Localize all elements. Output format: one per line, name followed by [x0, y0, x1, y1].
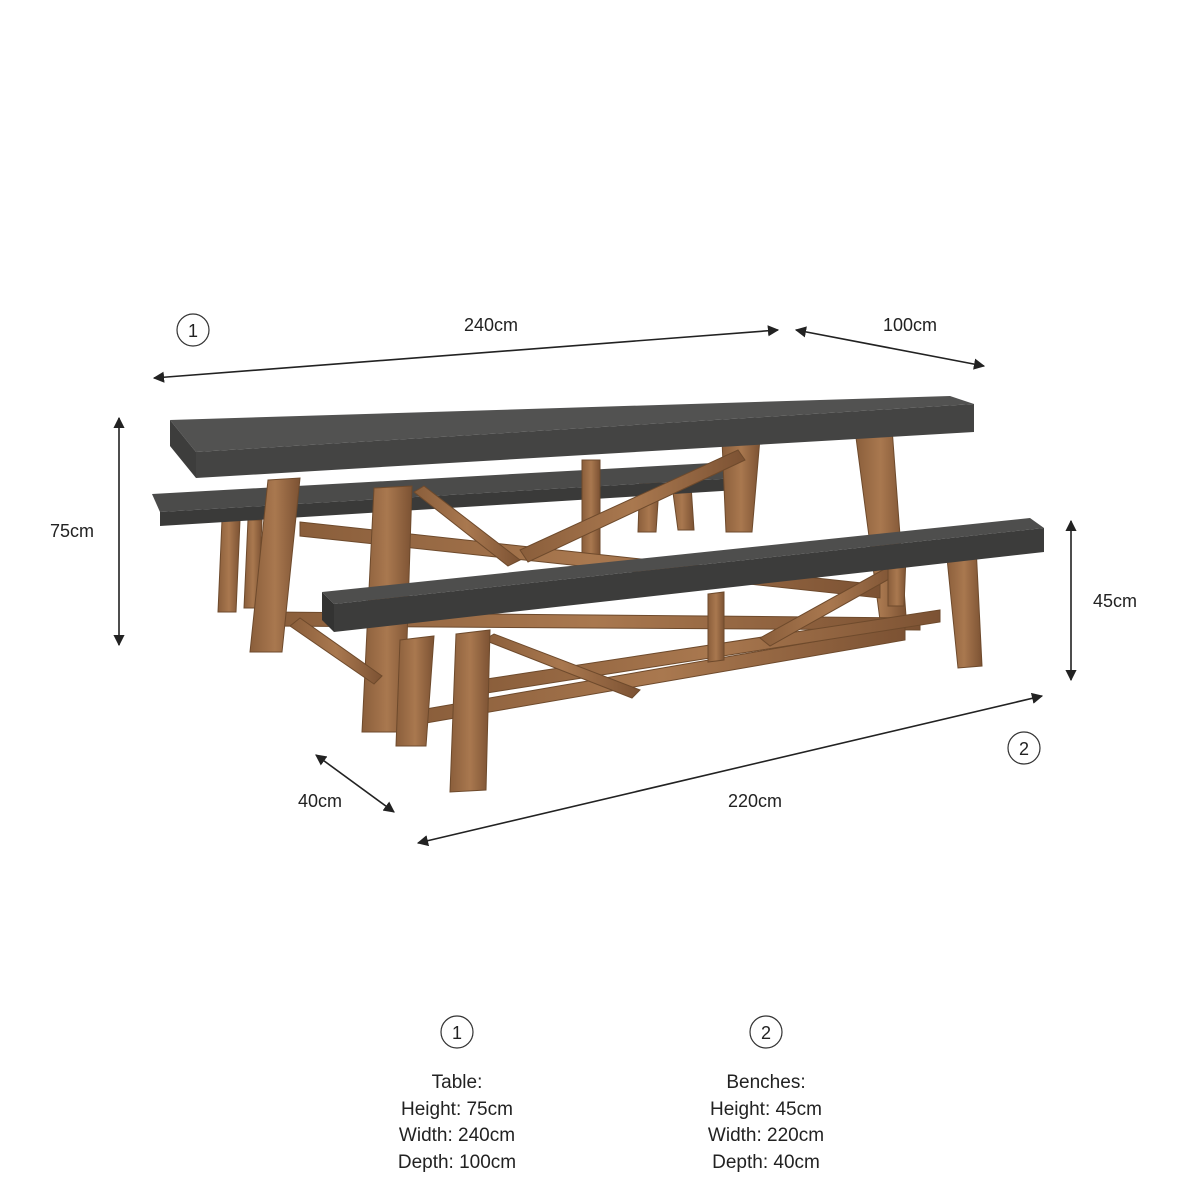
furniture-illustration [152, 396, 1044, 793]
bench-length-label: 220cm [728, 791, 782, 811]
table-badge: 1 [176, 313, 210, 347]
table-specs: Table: Height: 75cm Width: 240cm Depth: … [337, 1070, 577, 1176]
dimension-lines [113, 325, 1077, 847]
bench-length-line [416, 692, 1044, 847]
table-depth-line [794, 326, 986, 370]
benches-spec-depth: Depth: 40cm [712, 1151, 820, 1173]
benches-badge: 2 [1007, 731, 1041, 765]
svg-text:2: 2 [761, 1023, 771, 1043]
table-spec-width: Width: 240cm [398, 1125, 516, 1146]
bench-height-label: 45cm [1093, 591, 1137, 611]
benches-spec-title: Benches: [726, 1072, 806, 1093]
benches-specs: Benches: Height: 45cm Width: 220cm Depth… [646, 1070, 886, 1176]
table-height-label: 75cm [50, 521, 94, 541]
svg-text:1: 1 [188, 321, 198, 341]
front-bench [322, 518, 1044, 793]
svg-text:2: 2 [1019, 739, 1029, 759]
bench-depth-label: 40cm [298, 791, 342, 811]
spec-table-badge: 1 [440, 1015, 474, 1049]
benches-spec-width: Width: 220cm [707, 1125, 825, 1146]
table-spec-depth: Depth: 100cm [397, 1151, 517, 1173]
spec-benches-badge: 2 [749, 1015, 783, 1049]
table-length-label: 240cm [464, 315, 518, 335]
bench-depth-line [315, 754, 395, 813]
dimension-labels: 240cm 100cm 75cm 45cm 40cm 220cm [50, 315, 1137, 811]
svg-text:1: 1 [452, 1023, 462, 1043]
table-spec-title: Table: [431, 1072, 483, 1093]
table-length-line [152, 325, 780, 383]
benches-spec-height: Height: 45cm [710, 1098, 822, 1120]
table-depth-label: 100cm [883, 315, 937, 335]
table-spec-height: Height: 75cm [401, 1098, 513, 1120]
